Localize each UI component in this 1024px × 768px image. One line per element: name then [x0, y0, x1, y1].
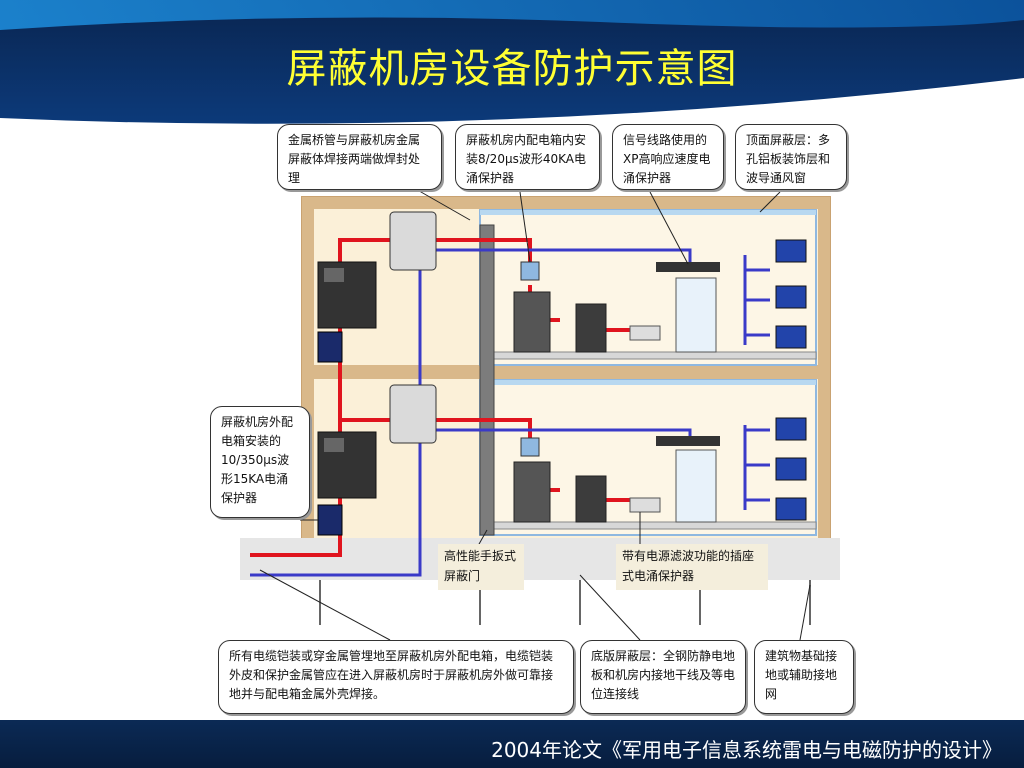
label-socket-spd: 带有电源滤波功能的插座式电涌保护器: [616, 544, 768, 590]
footer-band: [0, 720, 1024, 768]
callout-floor-shield-layer: 底版屏蔽层：全钢防静电地板和机房内接地干线及等电位连接线: [580, 640, 746, 714]
callout-cable-grounding: 所有电缆铠装或穿金属管埋地至屏蔽机房外配电箱，电缆铠装外皮和保护金属管应在进入屏…: [218, 640, 574, 714]
surge-protector-icon: [317, 211, 540, 536]
callout-inner-distribution-box: 屏蔽机房内配电箱内安装8/20μs波形40KA电涌保护器: [455, 124, 600, 190]
label-shielded-door: 高性能手扳式屏蔽门: [438, 544, 524, 590]
server-rack-icon: [513, 277, 717, 523]
footer-citation: 2004年论文《军用电子信息系统雷电与电磁防护的设计》: [491, 738, 1002, 762]
callout-metal-bridge: 金属桥管与屏蔽机房金属屏蔽体焊接两端做焊封处理: [277, 124, 442, 190]
header-band: [0, 0, 1024, 130]
distribution-box-icon: [317, 261, 377, 499]
terminal-computer-icon: [775, 239, 807, 521]
signal-cables: [250, 248, 770, 577]
page-title: 屏蔽机房设备防护示意图: [286, 46, 738, 92]
shielded-room-diagram: [240, 179, 840, 641]
callout-outer-distribution-box: 屏蔽机房外配电箱安装的10/350μs波形15KA电涌保护器: [210, 406, 310, 518]
shielded-door-icon: [479, 224, 495, 536]
network-switch-icon: [656, 262, 720, 446]
callout-signal-line-spd: 信号线路使用的XP高响应速度电涌保护器: [612, 124, 724, 190]
callout-top-shield-layer: 顶面屏蔽层：多孔铝板装饰层和波导通风窗: [735, 124, 847, 190]
callout-building-ground: 建筑物基础接地或辅助接地网: [754, 640, 854, 714]
